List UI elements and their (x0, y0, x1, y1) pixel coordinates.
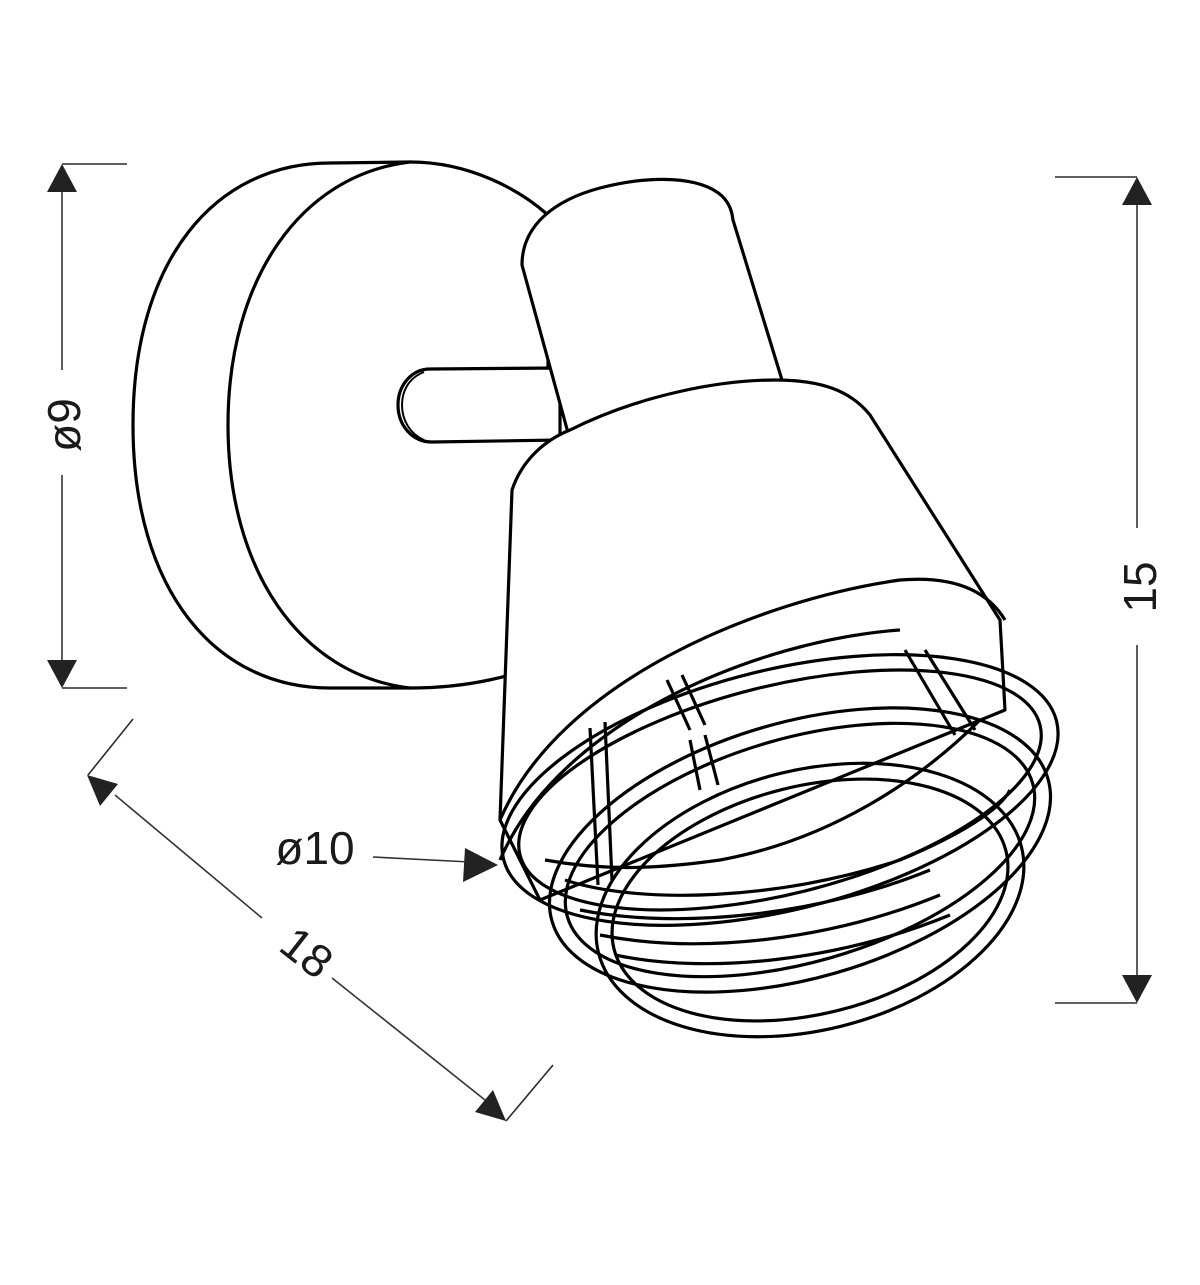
arrow-down-right-icon (475, 1090, 506, 1121)
dimension-shade-diameter: ø10 (275, 822, 498, 882)
dimension-total-height: 15 (1055, 176, 1166, 1004)
arrow-down-icon (1122, 975, 1152, 1003)
arrow-right-icon (463, 848, 498, 882)
conical-shade (498, 378, 1007, 902)
total-height-label: 15 (1114, 561, 1166, 612)
arrow-up-icon (47, 164, 77, 192)
dimension-backplate-diameter: ø9 (38, 163, 127, 689)
shade-diameter-label: ø10 (275, 822, 354, 874)
wall-backplate (131, 160, 550, 690)
projection-depth-label: 18 (271, 916, 343, 988)
joint-collar (520, 177, 784, 442)
arrow-down-icon (47, 660, 77, 688)
arrow-up-icon (1122, 177, 1152, 205)
backplate-diameter-label: ø9 (38, 398, 90, 452)
arrow-up-left-icon (87, 775, 118, 806)
arm (396, 366, 562, 444)
dimension-projection-depth: 18 (87, 718, 554, 1122)
wire-cage (500, 649, 1060, 1039)
